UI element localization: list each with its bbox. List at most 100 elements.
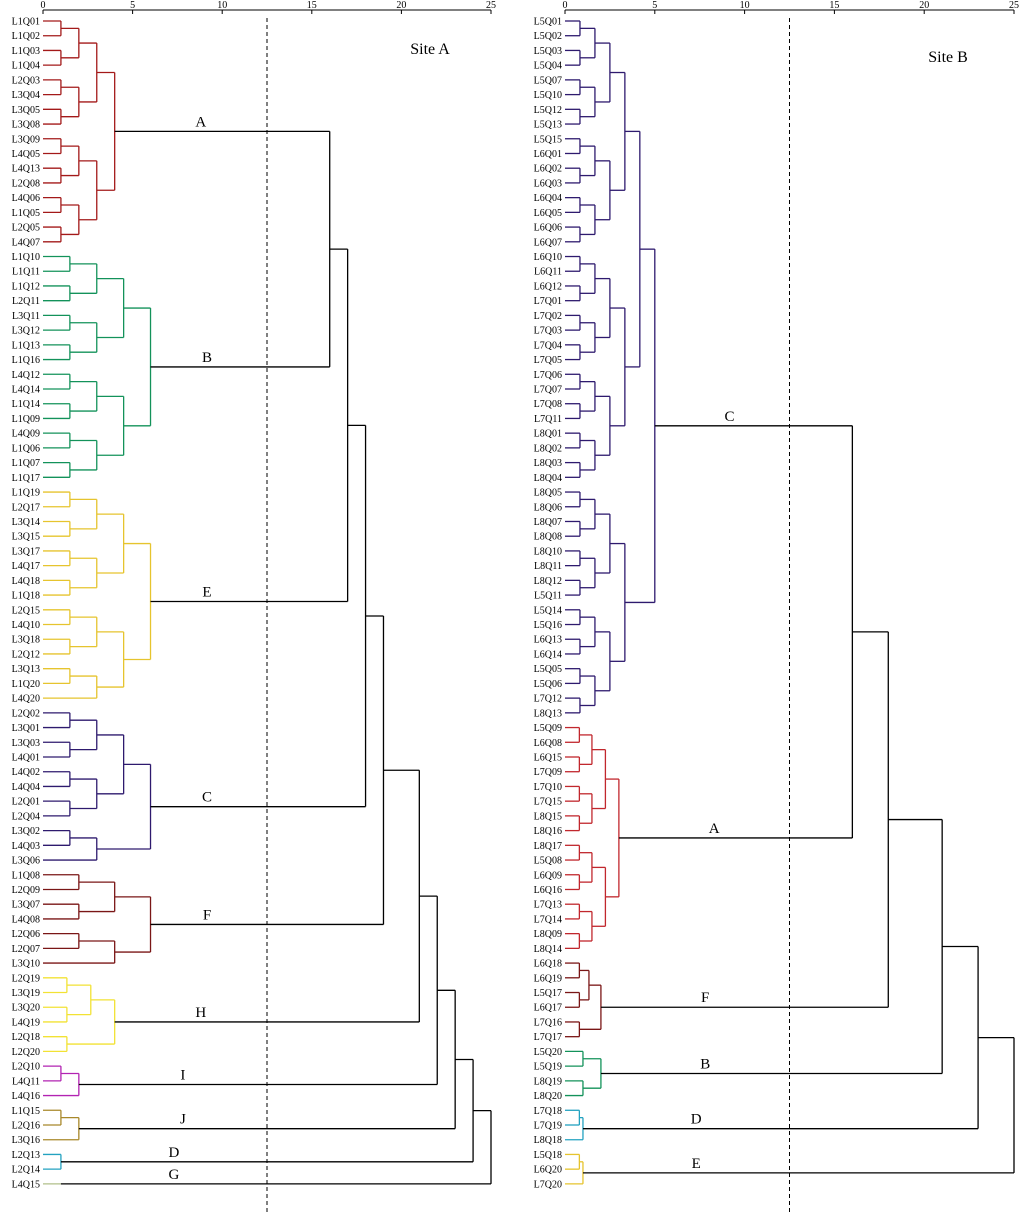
leaf-label: L1Q08 <box>12 870 40 881</box>
leaf-label: L7Q05 <box>534 355 562 366</box>
leaf-label: L4Q08 <box>12 914 40 925</box>
x-tick-label: 20 <box>919 0 929 11</box>
leaf-label: L2Q19 <box>12 973 40 984</box>
leaf-label: L7Q12 <box>534 694 562 705</box>
leaf-label: L3Q10 <box>12 959 40 970</box>
leaf-label: L8Q17 <box>534 841 562 852</box>
leaf-label: L5Q18 <box>534 1150 562 1161</box>
leaf-label: L6Q20 <box>534 1165 562 1176</box>
leaf-label: L5Q07 <box>534 75 562 86</box>
cluster-label: G <box>169 1167 180 1183</box>
cluster-label: J <box>180 1112 186 1128</box>
leaf-label: L4Q17 <box>12 561 40 572</box>
leaf-label: L5Q20 <box>534 1047 562 1058</box>
leaf-label: L4Q06 <box>12 193 40 204</box>
leaf-label: L4Q13 <box>12 164 40 175</box>
leaf-label: L4Q14 <box>12 385 40 396</box>
leaf-label: L8Q03 <box>534 458 562 469</box>
leaf-label: L7Q18 <box>534 1106 562 1117</box>
leaf-label: L7Q15 <box>534 797 562 808</box>
leaf-label: L6Q15 <box>534 753 562 764</box>
leaf-label: L1Q15 <box>12 1106 40 1117</box>
leaf-label: L4Q05 <box>12 149 40 160</box>
leaf-label: L6Q14 <box>534 649 562 660</box>
leaf-label: L8Q18 <box>534 1135 562 1146</box>
x-tick-label: 10 <box>217 0 227 11</box>
leaf-label: L5Q16 <box>534 620 562 631</box>
leaf-label: L2Q18 <box>12 1032 40 1043</box>
x-tick-label: 5 <box>652 0 657 11</box>
leaf-label: L1Q10 <box>12 252 40 263</box>
leaf-label: L3Q20 <box>12 1003 40 1014</box>
leaf-label: L7Q06 <box>534 370 562 381</box>
leaf-label: L3Q12 <box>12 326 40 337</box>
leaf-label: L8Q19 <box>534 1076 562 1087</box>
leaf-label: L2Q15 <box>12 605 40 616</box>
leaf-label: L2Q20 <box>12 1047 40 1058</box>
leaf-label: L2Q06 <box>12 929 40 940</box>
leaf-label: L7Q03 <box>534 326 562 337</box>
leaf-label: L4Q04 <box>12 782 40 793</box>
leaf-label: L6Q09 <box>534 870 562 881</box>
leaf-label: L6Q17 <box>534 1003 562 1014</box>
leaf-label: L3Q14 <box>12 517 40 528</box>
leaf-label: L5Q09 <box>534 723 562 734</box>
leaf-label: L3Q18 <box>12 635 40 646</box>
leaf-label: L5Q01 <box>534 17 562 28</box>
leaf-label: L6Q11 <box>534 267 562 278</box>
leaf-label: L4Q03 <box>12 841 40 852</box>
leaf-label: L7Q20 <box>534 1179 562 1190</box>
leaf-label: L4Q20 <box>12 694 40 705</box>
leaf-label: L3Q04 <box>12 90 40 101</box>
leaf-label: L2Q13 <box>12 1150 40 1161</box>
x-tick-label: 25 <box>486 0 496 11</box>
cluster-label: E <box>692 1156 701 1172</box>
leaf-label: L2Q14 <box>12 1165 40 1176</box>
cluster-label: C <box>202 790 212 806</box>
leaf-label: L6Q01 <box>534 149 562 160</box>
leaf-label: L1Q06 <box>12 443 40 454</box>
leaf-label: L1Q20 <box>12 679 40 690</box>
cluster-label: A <box>709 821 720 837</box>
leaf-label: L4Q01 <box>12 753 40 764</box>
leaf-label: L5Q04 <box>534 61 562 72</box>
leaf-label: L3Q05 <box>12 105 40 116</box>
x-tick-label: 25 <box>1009 0 1019 11</box>
leaf-label: L2Q17 <box>12 502 40 513</box>
leaf-label: L8Q04 <box>534 473 562 484</box>
x-tick-label: 0 <box>563 0 568 11</box>
leaf-label: L1Q14 <box>12 399 40 410</box>
leaf-label: L5Q19 <box>534 1062 562 1073</box>
leaf-label: L1Q17 <box>12 473 40 484</box>
cluster-label: I <box>180 1068 185 1084</box>
leaf-label: L6Q18 <box>534 959 562 970</box>
leaf-label: L5Q05 <box>534 664 562 675</box>
leaf-label: L3Q07 <box>12 900 40 911</box>
leaf-label: L7Q11 <box>534 414 562 425</box>
leaf-label: L4Q15 <box>12 1179 40 1190</box>
leaf-label: L1Q02 <box>12 31 40 42</box>
leaf-label: L2Q03 <box>12 75 40 86</box>
leaf-label: L2Q11 <box>12 296 40 307</box>
leaf-label: L2Q05 <box>12 223 40 234</box>
leaf-label: L4Q02 <box>12 767 40 778</box>
leaf-label: L3Q13 <box>12 664 40 675</box>
leaf-label: L1Q18 <box>12 591 40 602</box>
leaf-label: L8Q12 <box>534 576 562 587</box>
cluster-label: C <box>724 409 734 425</box>
leaf-label: L5Q06 <box>534 679 562 690</box>
leaf-label: L4Q11 <box>12 1076 40 1087</box>
leaf-label: L2Q08 <box>12 178 40 189</box>
leaf-label: L1Q03 <box>12 46 40 57</box>
leaf-label: L7Q07 <box>534 385 562 396</box>
leaf-label: L2Q10 <box>12 1062 40 1073</box>
leaf-label: L3Q02 <box>12 826 40 837</box>
leaf-label: L7Q19 <box>534 1121 562 1132</box>
leaf-label: L4Q09 <box>12 429 40 440</box>
leaf-label: L3Q08 <box>12 120 40 131</box>
cluster-label: F <box>203 907 211 923</box>
leaf-label: L2Q02 <box>12 708 40 719</box>
x-tick-label: 20 <box>396 0 406 11</box>
